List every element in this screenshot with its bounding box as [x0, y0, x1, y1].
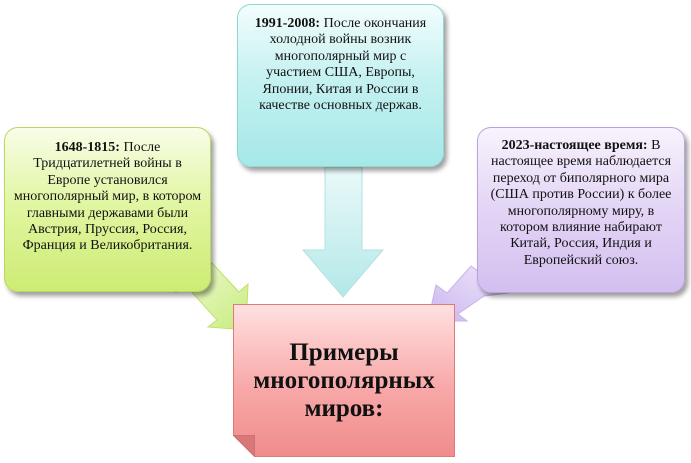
- period-text: В настоящее время наблюдается переход от…: [490, 138, 672, 268]
- period-text: После Тридцатилетней войны в Европе уста…: [13, 140, 202, 254]
- period-label: 1991-2008:: [254, 16, 321, 31]
- period-label: 2023-настоящее время:: [501, 138, 648, 153]
- arrow-top: [301, 166, 385, 298]
- period-box-1648-1815: 1648-1815: После Тридцатилетней войны в …: [4, 127, 211, 292]
- page-fold-corner: [233, 435, 255, 457]
- period-box-1991-2008: 1991-2008: После окончания холодной войн…: [237, 4, 444, 167]
- period-box-2023-present: 2023-настоящее время: В настоящее время …: [477, 127, 685, 293]
- center-title: Примеры многополярных миров:: [253, 338, 435, 422]
- period-label: 1648-1815:: [54, 140, 120, 155]
- center-box: Примеры многополярных миров:: [233, 304, 455, 457]
- period-text: После окончания холодной войны возник мн…: [259, 16, 427, 114]
